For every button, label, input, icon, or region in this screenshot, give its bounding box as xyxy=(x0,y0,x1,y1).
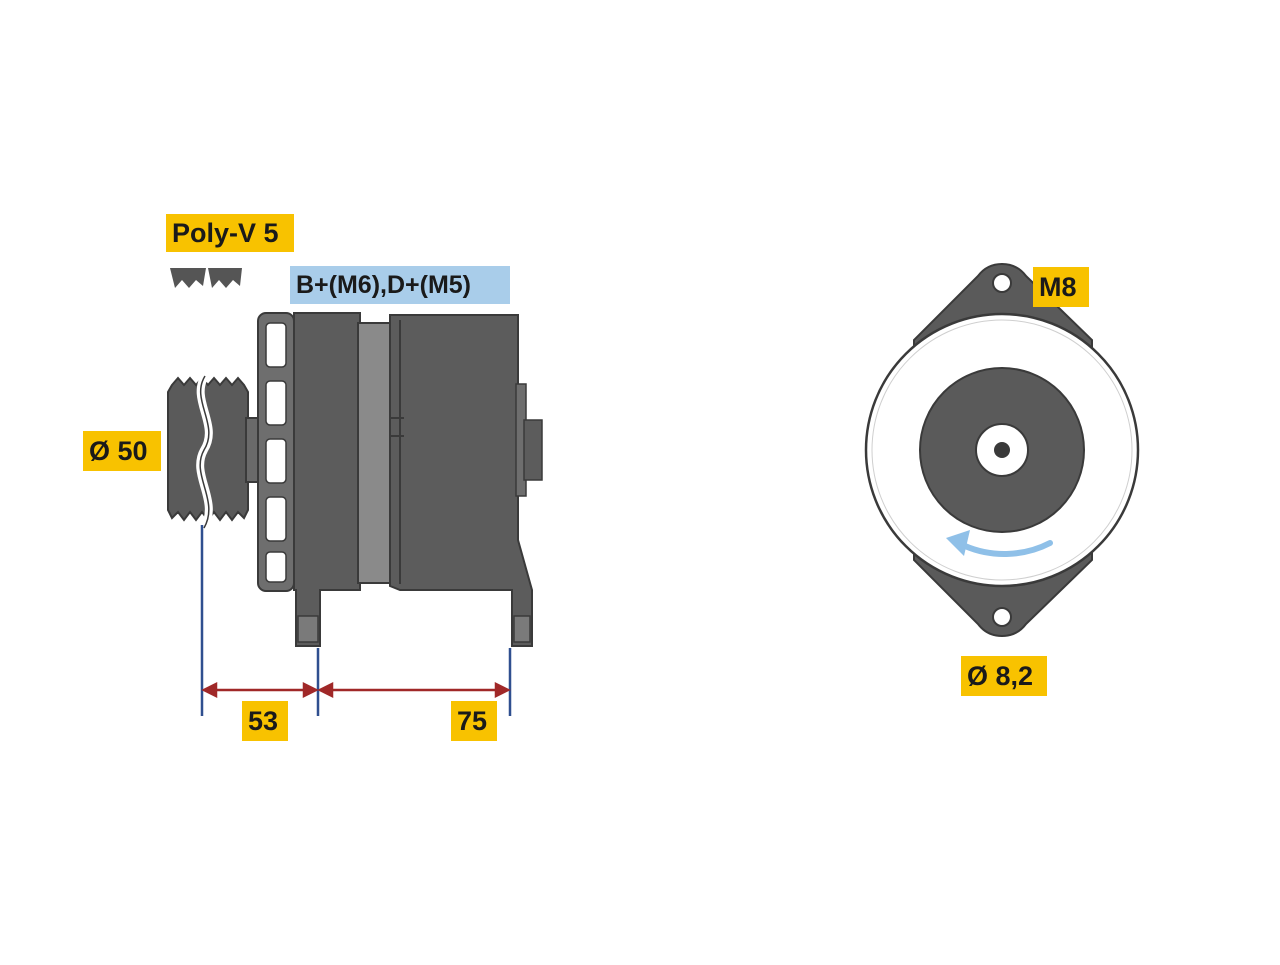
rotation-arrow-icon xyxy=(946,530,1053,557)
front-housing xyxy=(293,312,361,647)
dimension-lines xyxy=(201,681,511,699)
fan-icon xyxy=(257,312,295,592)
dimension-75-label: 75 xyxy=(451,701,497,741)
pulley-diameter-label: Ø 50 xyxy=(83,431,161,471)
lower-mount-hole xyxy=(992,607,1012,627)
pulley-icon xyxy=(167,373,261,530)
side-view xyxy=(167,268,543,716)
poly-v-label: Poly-V 5 xyxy=(166,214,294,252)
poly-v-groove-icon xyxy=(170,268,242,288)
terminal-label: B+(M6),D+(M5) xyxy=(290,266,510,304)
front-view xyxy=(864,262,1140,638)
extension-lines xyxy=(200,525,512,716)
dimension-53-label: 53 xyxy=(242,701,288,741)
stator xyxy=(357,322,393,584)
hole-diameter-label: Ø 8,2 xyxy=(961,656,1047,696)
upper-mount-hole xyxy=(992,273,1012,293)
mount-thread-label: M8 xyxy=(1033,267,1089,307)
rear-housing xyxy=(389,314,543,647)
